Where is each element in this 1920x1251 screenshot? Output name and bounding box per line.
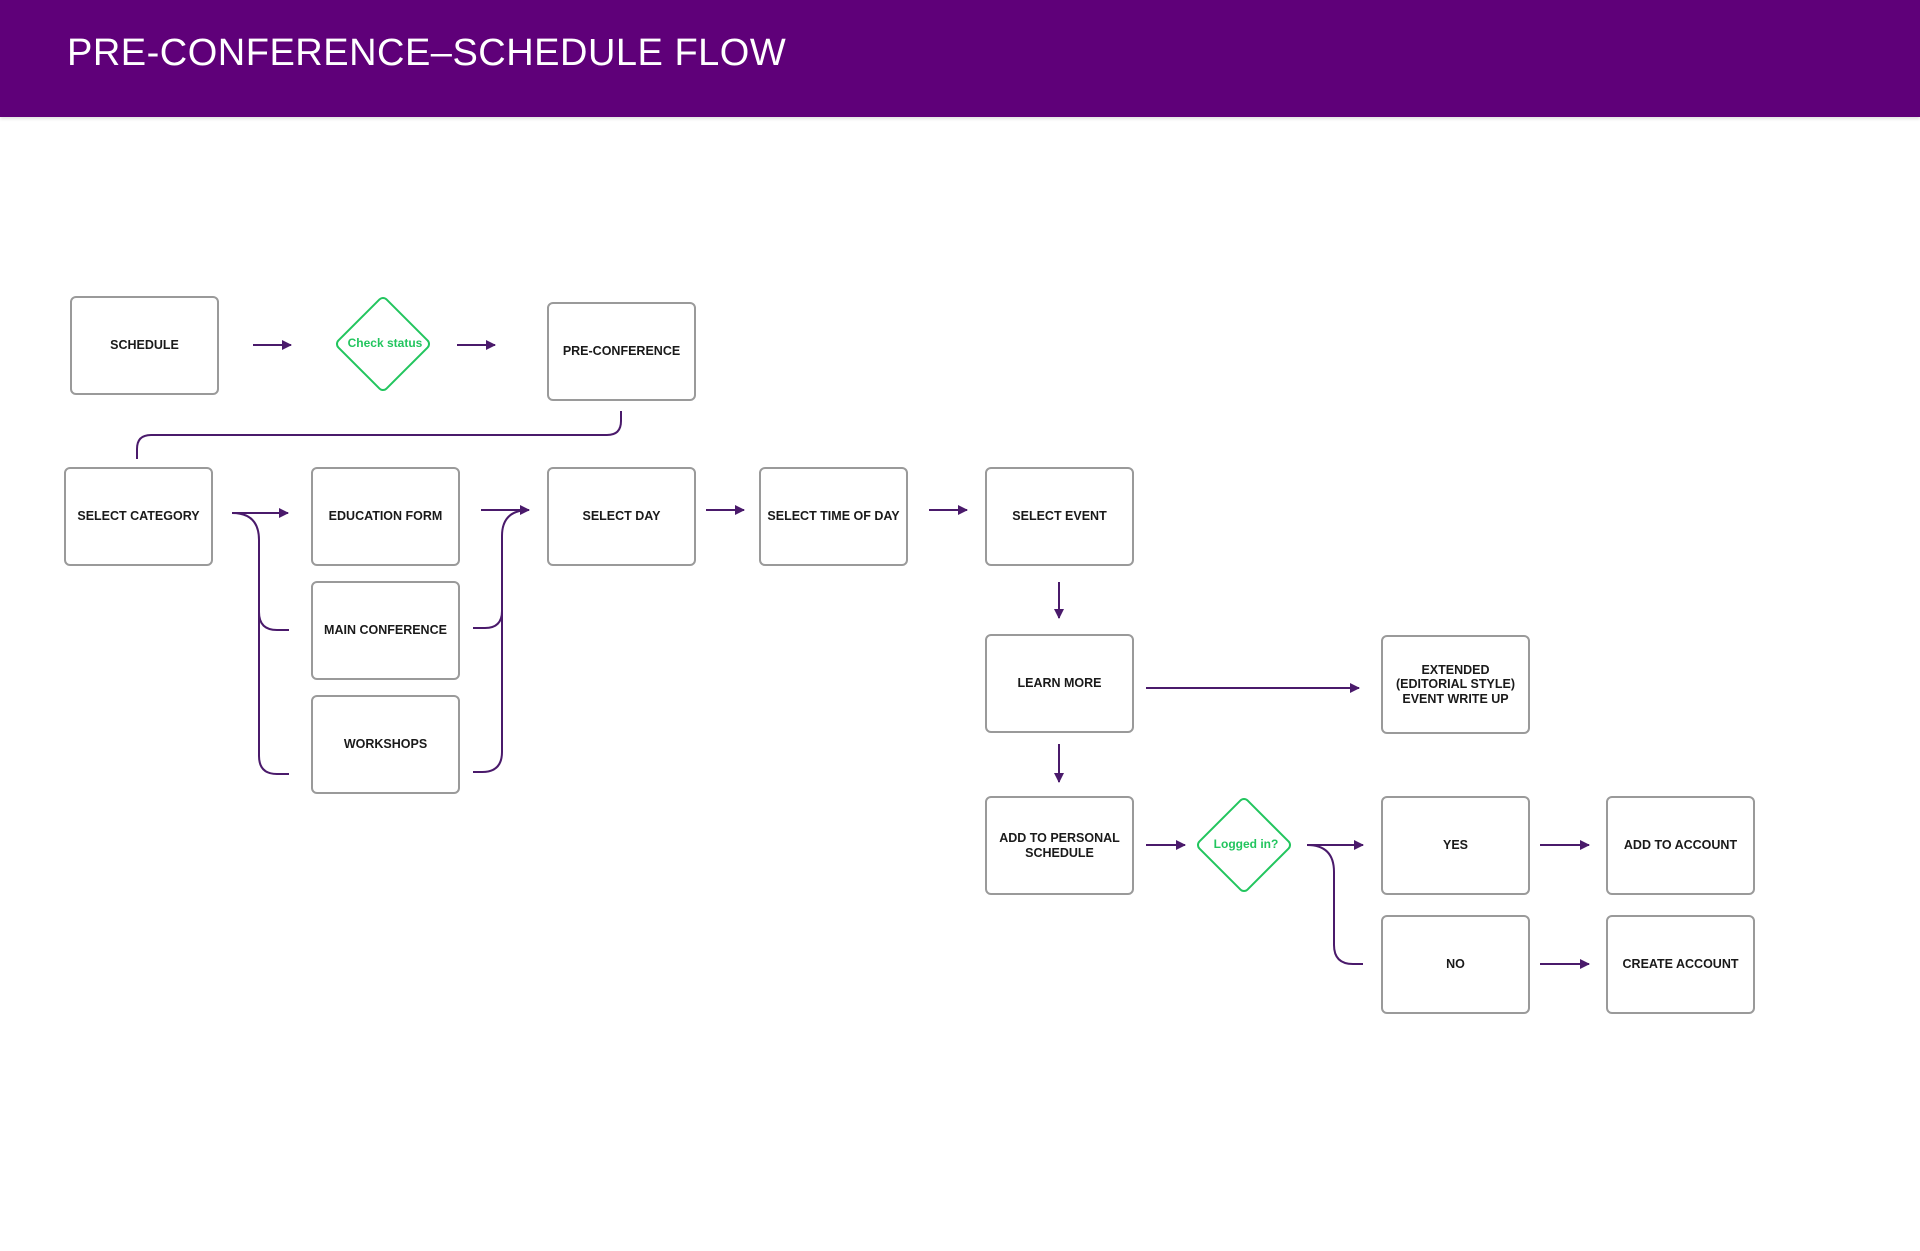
node-learn-more: LEARN MORE — [985, 634, 1134, 733]
node-education-form: EDUCATION FORM — [311, 467, 460, 566]
node-select-event-label: SELECT EVENT — [1012, 509, 1107, 524]
node-pre-conference: PRE-CONFERENCE — [547, 302, 696, 401]
node-yes-label: YES — [1442, 838, 1468, 853]
page-header: PRE-CONFERENCE–SCHEDULE FLOW — [0, 0, 1920, 117]
node-add-to-account: ADD TO ACCOUNT — [1606, 796, 1755, 895]
node-yes: YES — [1381, 796, 1530, 895]
node-select-day: SELECT DAY — [547, 467, 696, 566]
node-main-conference: MAIN CONFERENCE — [311, 581, 460, 680]
node-pre-conference-label: PRE-CONFERENCE — [562, 344, 681, 359]
connector-category-to-workshops — [258, 612, 289, 775]
node-add-to-personal-schedule: ADD TO PERSONAL SCHEDULE — [985, 796, 1134, 895]
node-no: NO — [1381, 915, 1530, 1014]
node-workshops-label: WORKSHOPS — [343, 737, 428, 752]
node-no-label: NO — [1446, 957, 1465, 972]
page-title: PRE-CONFERENCE–SCHEDULE FLOW — [67, 32, 787, 74]
node-create-account-label: CREATE ACCOUNT — [1622, 957, 1739, 972]
node-extended-writeup: EXTENDED (EDITORIAL STYLE) EVENT WRITE U… — [1381, 635, 1530, 734]
connector-category-to-main — [231, 512, 289, 631]
node-select-event: SELECT EVENT — [985, 467, 1134, 566]
node-select-category-label: SELECT CATEGORY — [77, 509, 200, 524]
connector-workshops-to-day — [473, 611, 503, 773]
connector-preconference-to-category — [136, 411, 622, 459]
connector-loggedin-to-no — [1306, 844, 1363, 965]
node-select-day-label: SELECT DAY — [582, 509, 661, 524]
node-schedule: SCHEDULE — [70, 296, 219, 395]
node-create-account: CREATE ACCOUNT — [1606, 915, 1755, 1014]
node-select-category: SELECT CATEGORY — [64, 467, 213, 566]
decision-logged-in-shape — [1196, 797, 1292, 893]
decision-check-status-shape — [335, 296, 431, 392]
node-education-form-label: EDUCATION FORM — [328, 509, 443, 524]
node-select-time-of-day-label: SELECT TIME OF DAY — [767, 509, 900, 524]
node-schedule-label: SCHEDULE — [110, 338, 179, 353]
node-add-to-personal-schedule-label: ADD TO PERSONAL SCHEDULE — [999, 831, 1120, 860]
node-main-conference-label: MAIN CONFERENCE — [324, 623, 447, 638]
node-learn-more-label: LEARN MORE — [1017, 676, 1102, 691]
node-extended-writeup-label: EXTENDED (EDITORIAL STYLE) EVENT WRITE U… — [1396, 662, 1515, 706]
node-workshops: WORKSHOPS — [311, 695, 460, 794]
decision-logged-in-label: Logged in? — [1213, 837, 1279, 851]
connector-main-to-day — [473, 509, 530, 629]
decision-check-status-label: Check status — [347, 336, 423, 350]
node-add-to-account-label: ADD TO ACCOUNT — [1623, 838, 1738, 853]
node-select-time-of-day: SELECT TIME OF DAY — [759, 467, 908, 566]
